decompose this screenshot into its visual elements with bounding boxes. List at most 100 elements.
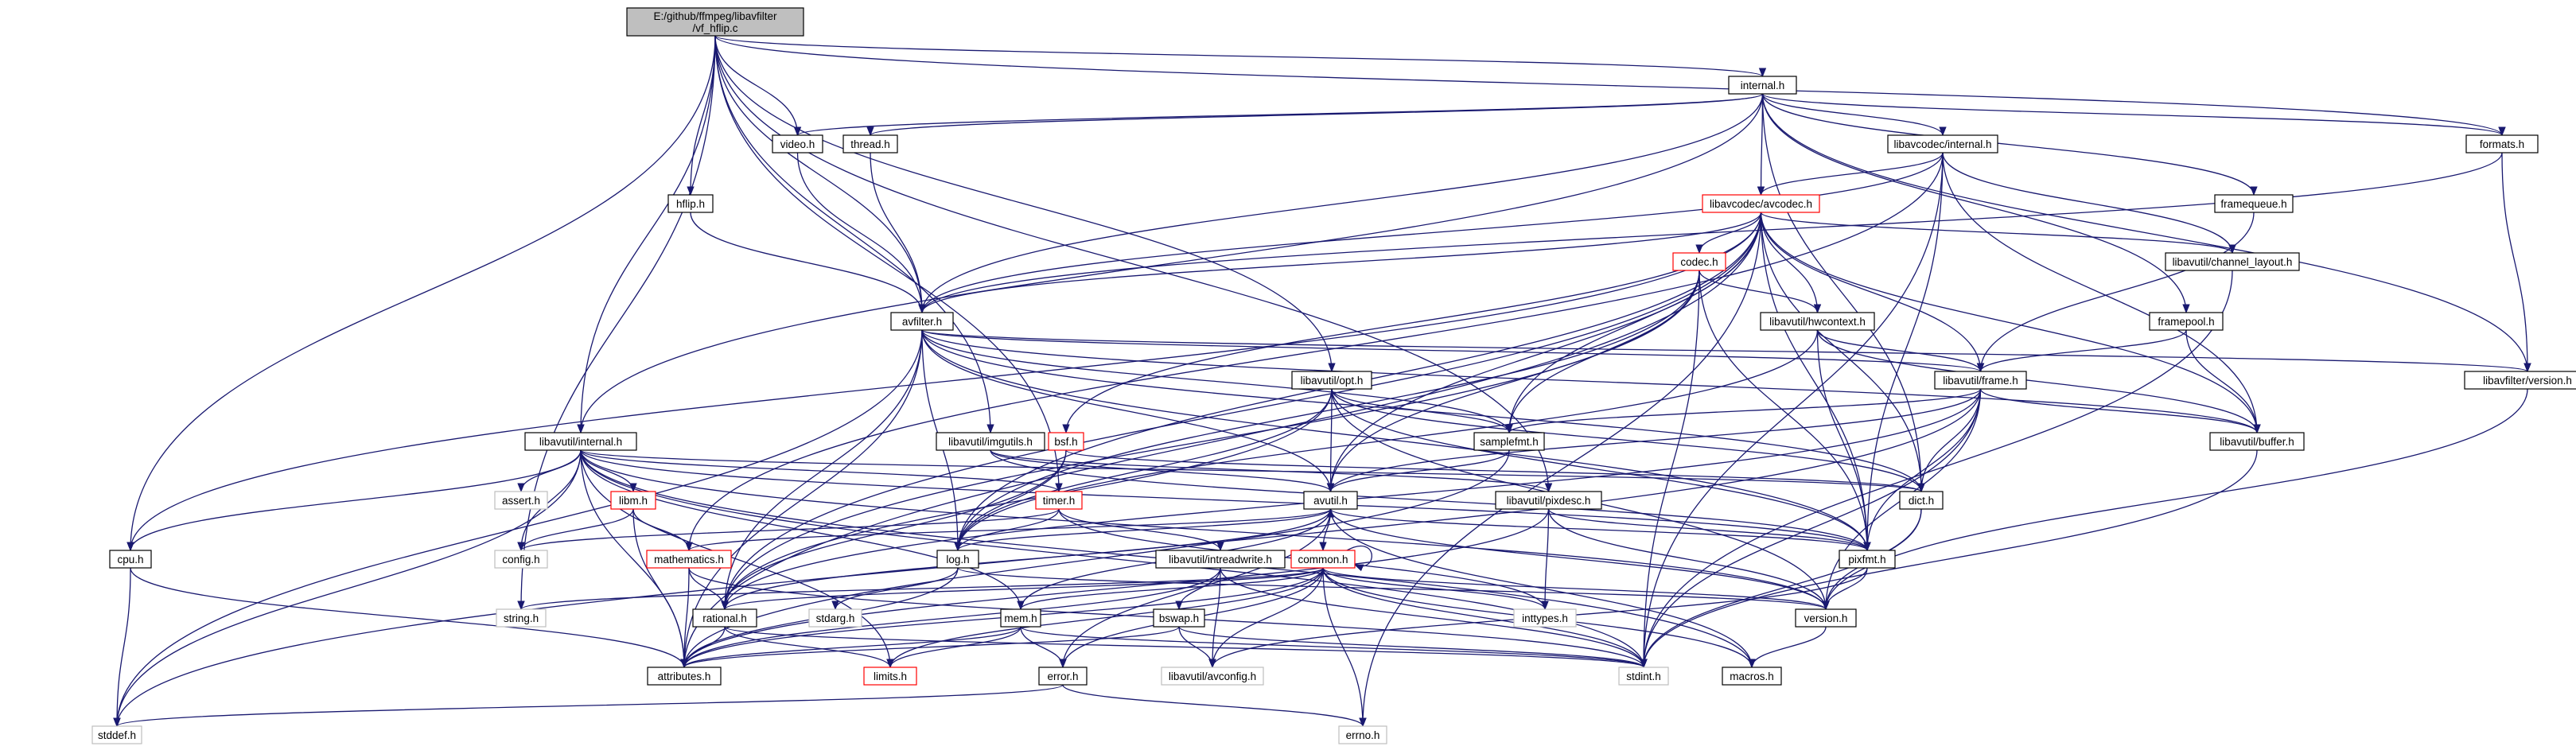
edge-mathematics_h-to-attributes_h <box>680 567 690 669</box>
node-internal-h[interactable]: internal.h <box>1728 76 1797 95</box>
node-label: libm.h <box>619 495 648 507</box>
node-label: libavutil/internal.h <box>539 436 622 448</box>
node-cpu-h[interactable]: cpu.h <box>109 550 152 569</box>
node-hwcontext-h[interactable]: libavutil/hwcontext.h <box>1760 312 1875 331</box>
edge-codec_h-to-samplefmt_h <box>1505 270 1700 434</box>
node-box <box>1760 312 1875 331</box>
node-codec-h[interactable]: codec.h <box>1672 252 1726 271</box>
edge-codec_h-to-rational_h <box>721 270 1700 611</box>
edge-avfilter_h-to-lavf_version <box>921 329 2531 373</box>
edge-avcodec_h-to-frame_h <box>1760 212 1985 373</box>
node-error-h[interactable]: error.h <box>1038 667 1088 686</box>
node-label: errno.h <box>1346 729 1380 741</box>
node-label: E:/github/ffmpeg/libavfilter <box>653 10 777 22</box>
node-errno-h[interactable]: errno.h <box>1338 725 1387 744</box>
edge-lavc_internal-to-mathematics_h <box>685 152 1944 552</box>
node-string-h[interactable]: string.h <box>496 608 547 628</box>
edge-mem_h-to-error_h <box>1020 626 1067 669</box>
node-box <box>1338 725 1387 744</box>
edge-codec_h-to-pixfmt_h <box>1699 270 1871 552</box>
edge-bswap_h-to-stdint_h <box>1178 626 1648 669</box>
edge-lavu_internal-to-timer_h <box>580 449 1063 493</box>
edge-buffer_h-to-stdint_h <box>1640 449 2258 669</box>
edges-layer <box>113 35 2531 728</box>
node-buffer-h[interactable]: libavutil/buffer.h <box>2209 432 2305 451</box>
node-opt-h[interactable]: libavutil/opt.h <box>1291 371 1372 390</box>
node-imgutils-h[interactable]: libavutil/imgutils.h <box>936 432 1045 451</box>
edge-lavc_internal-to-stdint_h <box>1640 152 1944 669</box>
edge-root-to-imgutils_h <box>714 35 994 434</box>
edge-common_h-to-rational_h <box>721 567 1324 611</box>
node-avutil-h[interactable]: avutil.h <box>1303 491 1358 510</box>
node-stdint-h[interactable]: stdint.h <box>1618 667 1669 686</box>
edge-mem_h-to-stdint_h <box>1020 626 1648 669</box>
node-avcodec-h[interactable]: libavcodec/avcodec.h <box>1702 194 1820 213</box>
node-stdarg-h[interactable]: stdarg.h <box>808 608 862 628</box>
node-label: mathematics.h <box>654 554 724 566</box>
node-timer-h[interactable]: timer.h <box>1035 491 1083 510</box>
node-lavc-internal[interactable]: libavcodec/internal.h <box>1887 134 1998 154</box>
edge-common_h-to-limits_h <box>886 567 1324 669</box>
node-framepool-h[interactable]: framepool.h <box>2149 312 2224 331</box>
edge-hflip_h-to-avfilter_h <box>690 212 926 314</box>
edge-avfilter_h-to-frame_h <box>921 329 1984 373</box>
node-rational-h[interactable]: rational.h <box>692 608 757 628</box>
node-avconfig-h[interactable]: libavutil/avconfig.h <box>1161 667 1264 686</box>
node-version-h[interactable]: version.h <box>1795 608 1857 628</box>
node-label: libavfilter/version.h <box>2483 375 2572 387</box>
node-pixfmt-h[interactable]: pixfmt.h <box>1839 550 1896 569</box>
node-formats-h[interactable]: formats.h <box>2465 134 2539 154</box>
edge-hwcontext_h-to-pixfmt_h <box>1816 329 1871 552</box>
node-avfilter-h[interactable]: avfilter.h <box>890 312 954 331</box>
node-samplefmt-h[interactable]: samplefmt.h <box>1473 432 1545 451</box>
edge-intreadwrite_h-to-stdint_h <box>1220 567 1648 669</box>
node-label: libavutil/pixdesc.h <box>1507 495 1591 507</box>
node-limits-h[interactable]: limits.h <box>863 667 917 686</box>
node-bsf-h[interactable]: bsf.h <box>1048 432 1084 451</box>
node-box <box>1035 491 1083 510</box>
edge-hwcontext_h-to-buffer_h <box>1816 329 2261 434</box>
node-box <box>496 608 547 628</box>
edge-root-to-opt_h <box>714 35 1336 373</box>
node-frame-h[interactable]: libavutil/frame.h <box>1934 371 2027 390</box>
node-mathematics-h[interactable]: mathematics.h <box>646 550 732 569</box>
node-bswap-h[interactable]: bswap.h <box>1153 608 1205 628</box>
node-box <box>2214 194 2294 213</box>
node-lavf-version[interactable]: libavfilter/version.h <box>2464 371 2576 390</box>
node-label: cpu.h <box>117 554 143 566</box>
node-label: version.h <box>1804 612 1848 624</box>
edge-dict_h-to-stdint_h <box>1640 508 1922 669</box>
edge-lavu_internal-to-cpu_h <box>126 449 582 552</box>
node-thread-h[interactable]: thread.h <box>842 134 898 154</box>
node-label: string.h <box>504 612 539 624</box>
node-intreadwrite-h[interactable]: libavutil/intreadwrite.h <box>1155 550 1286 569</box>
node-assert-h[interactable]: assert.h <box>494 491 548 510</box>
node-inttypes-h[interactable]: inttypes.h <box>1513 608 1577 628</box>
node-video-h[interactable]: video.h <box>772 134 823 154</box>
node-log-h[interactable]: log.h <box>936 550 979 569</box>
node-stddef-h[interactable]: stddef.h <box>91 725 142 744</box>
edge-hwcontext_h-to-frame_h <box>1816 329 1985 373</box>
node-label: libavutil/imgutils.h <box>948 436 1033 448</box>
edge-samplefmt_h-to-avutil_h <box>1326 449 1510 493</box>
edge-framequeue_h-to-frame_h <box>1976 212 2255 373</box>
node-mem-h[interactable]: mem.h <box>1000 608 1041 628</box>
node-macros-h[interactable]: macros.h <box>1722 667 1782 686</box>
node-box <box>1513 608 1577 628</box>
node-libm-h[interactable]: libm.h <box>610 491 656 510</box>
node-root[interactable]: E:/github/ffmpeg/libavfilter/vf_hflip.c <box>626 7 804 37</box>
node-attributes-h[interactable]: attributes.h <box>647 667 722 686</box>
node-channel-layout[interactable]: libavutil/channel_layout.h <box>2165 252 2300 271</box>
node-box <box>2464 371 2576 390</box>
node-common-h[interactable]: common.h <box>1290 550 1356 569</box>
edge-opt_h-to-pixfmt_h <box>1331 388 1871 552</box>
node-dict-h[interactable]: dict.h <box>1899 491 1944 510</box>
node-config-h[interactable]: config.h <box>494 550 548 569</box>
node-hflip-h[interactable]: hflip.h <box>667 194 714 213</box>
node-box <box>2209 432 2305 451</box>
edge-lavc_internal-to-avfilter_h <box>918 152 1944 314</box>
node-lavu-internal[interactable]: libavutil/internal.h <box>524 432 637 451</box>
node-framequeue-h[interactable]: framequeue.h <box>2214 194 2294 213</box>
edge-framepool_h-to-frame_h <box>1976 329 2187 373</box>
node-pixdesc-h[interactable]: libavutil/pixdesc.h <box>1495 491 1602 510</box>
